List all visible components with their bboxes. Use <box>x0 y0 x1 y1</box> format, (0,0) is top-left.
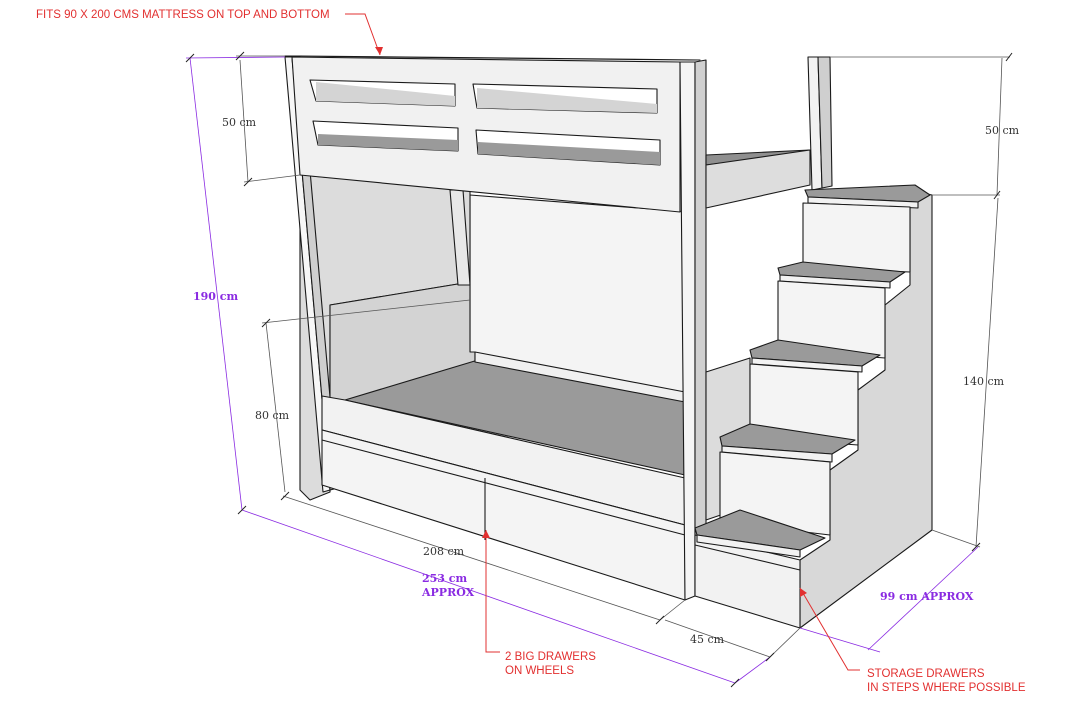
dim-guard-left: 50 cm <box>222 116 257 129</box>
dim-total-width: 99 cm APPROX <box>880 590 974 603</box>
step-3-tread <box>749 339 881 367</box>
dim-bed-length: 208 cm <box>423 545 465 558</box>
step-1-nose <box>696 534 801 558</box>
annotation-leaders <box>345 13 860 671</box>
slot-3-shadow <box>318 134 458 151</box>
labels: FITS 90 X 200 CMS MATTRESS ON TOP AND BO… <box>36 9 1026 694</box>
step-4-nose <box>779 274 891 289</box>
step-3-riser <box>749 363 859 446</box>
step-2-tread <box>719 423 856 455</box>
step-5-nose <box>807 196 919 209</box>
dim-total-length-line1: 253 cm <box>422 572 467 585</box>
annotation-storage-line1: STORAGE DRAWERS <box>867 668 985 680</box>
upper-right-rail <box>705 149 811 209</box>
annotation-drawers-line1: 2 BIG DRAWERS <box>505 651 596 663</box>
right-post-side <box>694 59 707 597</box>
dimension-lines <box>185 51 1013 688</box>
annotation-storage-line2: IN STEPS WHERE POSSIBLE <box>867 682 1026 694</box>
step-4-tread <box>777 261 906 283</box>
dim-guard-right: 50 cm <box>985 124 1020 137</box>
dim-step-depth: 45 cm <box>690 633 725 646</box>
slot-1-shadow <box>316 82 455 106</box>
upper-top-edge <box>284 55 701 61</box>
slot-4-shadow <box>478 142 660 165</box>
step-1-tread <box>694 509 826 551</box>
step-5-riser <box>802 202 911 273</box>
slot-2-shadow <box>477 88 657 113</box>
annotation-drawers-line2: ON WHEELS <box>505 665 574 677</box>
step-3-nose <box>751 357 863 373</box>
dim-lower-height: 80 cm <box>255 409 290 422</box>
back-right-post-side <box>817 56 833 189</box>
annotation-top-mattress: FITS 90 X 200 CMS MATTRESS ON TOP AND BO… <box>36 9 330 21</box>
dim-total-height: 190 cm <box>193 290 238 303</box>
bunk-bed-model <box>284 55 933 629</box>
step-2-nose <box>721 445 833 463</box>
dim-total-length-line2: APPROX <box>421 586 475 599</box>
dim-steps-height: 140 cm <box>963 375 1005 388</box>
step-4-riser <box>777 280 886 359</box>
